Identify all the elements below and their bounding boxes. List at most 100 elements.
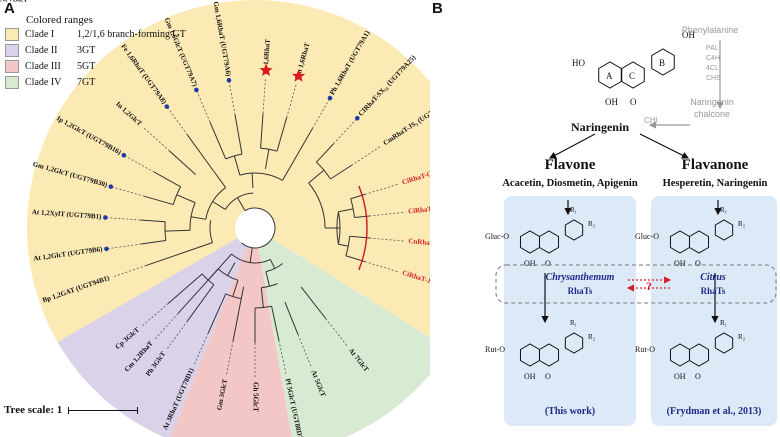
leaf-branch xyxy=(193,332,209,366)
blue-dot-marker xyxy=(354,115,360,121)
tree-branch xyxy=(198,242,213,249)
tree-branch xyxy=(308,169,325,184)
leaf-branch xyxy=(369,237,405,242)
leaf-branch xyxy=(110,186,145,197)
tree-arc xyxy=(201,273,215,286)
chrysanthemum-rhats-label: RhaTs xyxy=(568,286,593,296)
leaf-branch xyxy=(123,154,155,173)
legend-clade-desc: 3GT xyxy=(77,44,96,56)
flavone-rutinoside-oxygen: O xyxy=(545,372,551,381)
tree-arc xyxy=(264,173,283,181)
flavanone-rutinoside-oxygen: O xyxy=(695,372,701,381)
flavanone-citation: (Frydman et al., 2013) xyxy=(666,406,762,417)
citrus-rhats-label: RhaTs xyxy=(701,286,726,296)
isomerase-label: CHI xyxy=(644,116,658,125)
tree-arc xyxy=(209,220,213,243)
tree-branch xyxy=(212,201,226,210)
tree-arc xyxy=(225,153,243,160)
tree-branch xyxy=(338,243,349,247)
blue-dot-marker xyxy=(121,152,127,158)
tree-branch xyxy=(260,113,264,149)
flavone-glucoside-r2: R₂ xyxy=(588,220,596,228)
legend-title: Colored ranges xyxy=(26,14,93,26)
legend-row: Clade II 3GT xyxy=(2,42,192,58)
flavanone-rutinoside-r2: R₂ xyxy=(738,333,746,341)
flavone-rutinoside-ring-a xyxy=(519,343,541,367)
leaf-branch xyxy=(351,145,382,166)
tree-branch xyxy=(265,271,271,287)
flavone-citation: (This work) xyxy=(544,406,596,417)
flavanone-rutinoside-ring-b xyxy=(714,332,734,354)
legend-row: Clade III 5GT xyxy=(2,58,192,74)
tree-scale: Tree scale: 1 xyxy=(4,404,139,416)
chrysanthemum-label: Chrysanthemum xyxy=(546,272,615,283)
tree-arc xyxy=(164,221,167,241)
enzyme-pal: PAL xyxy=(706,45,719,52)
tree-branch xyxy=(237,197,246,211)
tree-branch xyxy=(209,121,227,160)
legend-clade-label: Clade II xyxy=(25,44,58,56)
tree-branch xyxy=(187,284,215,322)
tree-branch xyxy=(144,195,174,206)
tree-branch xyxy=(249,247,253,263)
flavone-glucoside-sugar-label: Gluc-O xyxy=(485,232,509,241)
tree-branch xyxy=(300,286,327,319)
leaf-branch xyxy=(364,261,399,273)
leaf-branch xyxy=(196,89,211,123)
flavone-rutinoside-r1: R₁ xyxy=(570,319,577,327)
legend-clade-label: Clade IV xyxy=(25,76,62,88)
hydroxyl-label: OH xyxy=(605,97,618,107)
tree-branch xyxy=(251,173,254,189)
leaf-branch xyxy=(105,217,141,221)
tree-arc xyxy=(189,202,196,231)
flavone-title: Flavone xyxy=(544,157,596,173)
phylogenetic-tree: CiRhaT-JX₁₃ (UGT79A21)CnRhaT-HB₃ (UGT79A… xyxy=(0,0,430,437)
flavone-glucoside-ring-c xyxy=(538,230,560,254)
tree-arc xyxy=(241,242,253,249)
tree-arc xyxy=(350,198,355,218)
legend-clade-desc: 5GT xyxy=(77,60,96,72)
question-mark: ? xyxy=(646,279,652,293)
flavone-rutinoside-hydroxyl: OH xyxy=(524,372,536,381)
tree-branch xyxy=(264,149,270,169)
enzyme-c4h: C4H xyxy=(706,55,721,62)
highlight-arc xyxy=(358,185,368,271)
blue-dot-marker xyxy=(327,95,333,101)
flavanone-glucoside-ring-b xyxy=(714,219,734,241)
flavanone-box xyxy=(651,196,777,426)
tree-branch xyxy=(207,293,227,334)
legend-clade-label: Clade III xyxy=(25,60,61,72)
leaf-label: Cs 1,6RhaT xyxy=(261,38,271,74)
tree-branch xyxy=(338,208,354,213)
leaf-branch xyxy=(297,334,312,368)
blue-dot-marker xyxy=(104,246,109,252)
leaf-branch xyxy=(333,118,358,145)
tree-branch xyxy=(234,114,243,155)
tree-branch xyxy=(232,280,239,297)
tree-branch xyxy=(167,273,203,304)
flavone-glucoside-ring-a xyxy=(519,230,541,254)
precursor-label: Phenylalanine xyxy=(681,25,739,35)
flavanone-subtitle: Hesperetin, Naringenin xyxy=(662,178,768,189)
tree-branch xyxy=(232,286,245,341)
tree-branch xyxy=(169,150,196,175)
tree-scale-label: Tree scale: 1 xyxy=(4,404,63,416)
blue-dot-marker xyxy=(194,87,199,93)
flavanone-rutinoside-r1: R₁ xyxy=(720,319,727,327)
tree-branch xyxy=(330,164,352,180)
leaf-branch xyxy=(106,243,142,250)
red-star-marker xyxy=(259,63,273,77)
leaf-branch xyxy=(166,106,188,136)
enzyme-list: PAL C4H 4CL CHS xyxy=(706,44,721,84)
leaf-branch xyxy=(141,303,169,327)
flavanone-glucoside-ring-c xyxy=(688,230,710,254)
leaf-branch xyxy=(262,78,266,114)
leaf-branch xyxy=(364,183,399,195)
leaf-branch xyxy=(312,97,331,129)
clade-ii-range xyxy=(57,238,248,437)
tree-branch xyxy=(221,253,232,266)
flavanone-glucoside-ring-a xyxy=(669,230,691,254)
flavone-glucoside-ring-b xyxy=(564,219,584,241)
